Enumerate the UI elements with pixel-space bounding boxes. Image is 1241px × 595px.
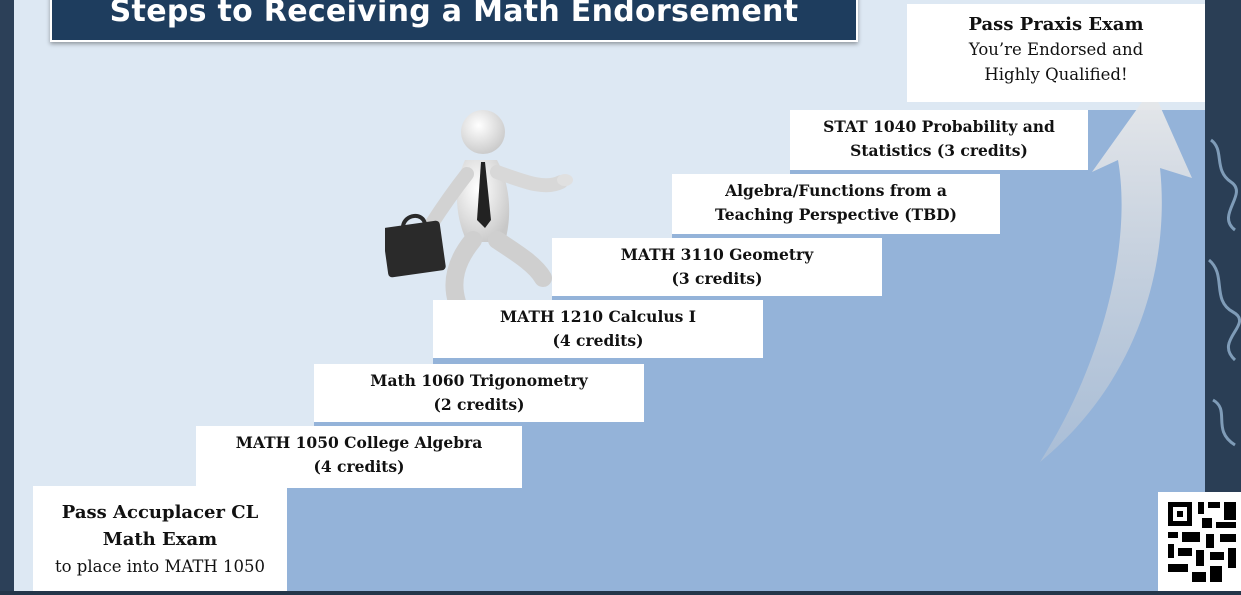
step-line-1: MATH 3110 Geometry [620,245,814,264]
step-line-2: (4 credits) [552,331,644,350]
start-line-1: Pass Accuplacer CL [61,502,259,523]
finish-line-1: Pass Praxis Exam [968,14,1144,35]
step-stat-1040: STAT 1040 Probability and Statistics (3 … [790,110,1088,170]
start-step-accuplacer: Pass Accuplacer CL Math Exam to place in… [33,486,287,591]
chalk-scribble-right [1207,138,1241,447]
step-math-1060: Math 1060 Trigonometry (2 credits) [314,364,644,422]
step-line-2: (2 credits) [433,395,525,414]
final-step-praxis: Pass Praxis Exam You’re Endorsed and Hig… [907,4,1205,102]
step-line-2: Statistics (3 credits) [850,141,1028,160]
businessman-climbing-icon [385,110,573,307]
finish-line-2: You’re Endorsed and [968,40,1144,59]
title-banner: Steps to Receiving a Math Endorsement [50,0,858,42]
step-algebra-functions: Algebra/Functions from a Teaching Perspe… [672,174,1000,234]
start-line-3: to place into MATH 1050 [55,557,265,576]
step-line-1: STAT 1040 Probability and [823,117,1055,136]
finish-line-3: Highly Qualified! [984,65,1128,84]
step-line-1: MATH 1050 College Algebra [235,433,483,452]
chalkboard-left-edge [0,0,14,591]
step-math-1210: MATH 1210 Calculus I (4 credits) [433,300,763,358]
step-math-1050: MATH 1050 College Algebra (4 credits) [196,426,522,488]
step-line-2: (3 credits) [671,269,763,288]
step-line-1: Algebra/Functions from a [725,181,947,200]
step-line-1: MATH 1210 Calculus I [500,307,696,326]
qr-code-icon [1158,492,1241,591]
start-line-2: Math Exam [102,529,218,550]
step-line-2: Teaching Perspective (TBD) [715,205,957,224]
step-math-3110: MATH 3110 Geometry (3 credits) [552,238,882,296]
step-line-2: (4 credits) [313,457,405,476]
page-title: Steps to Receiving a Math Endorsement [109,0,799,29]
step-line-1: Math 1060 Trigonometry [370,371,588,390]
